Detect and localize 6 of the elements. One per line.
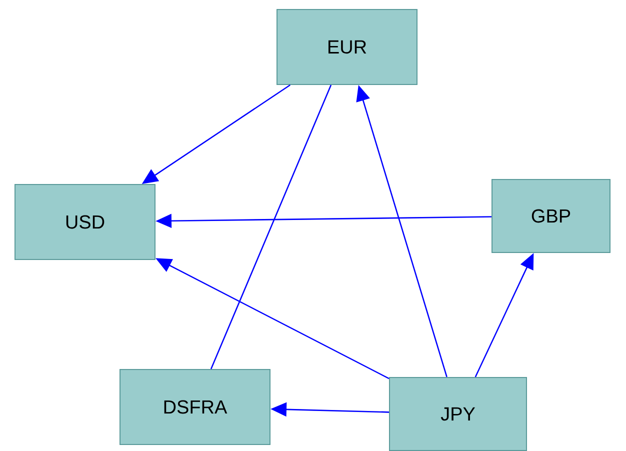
connector-line [210, 84, 332, 370]
currency-box: GBP [492, 179, 610, 253]
currency-box: DSFRA [120, 369, 270, 445]
currency-box: EUR [276, 9, 418, 85]
currency-box: JPY [389, 377, 527, 451]
currency-box: USD [14, 184, 156, 260]
